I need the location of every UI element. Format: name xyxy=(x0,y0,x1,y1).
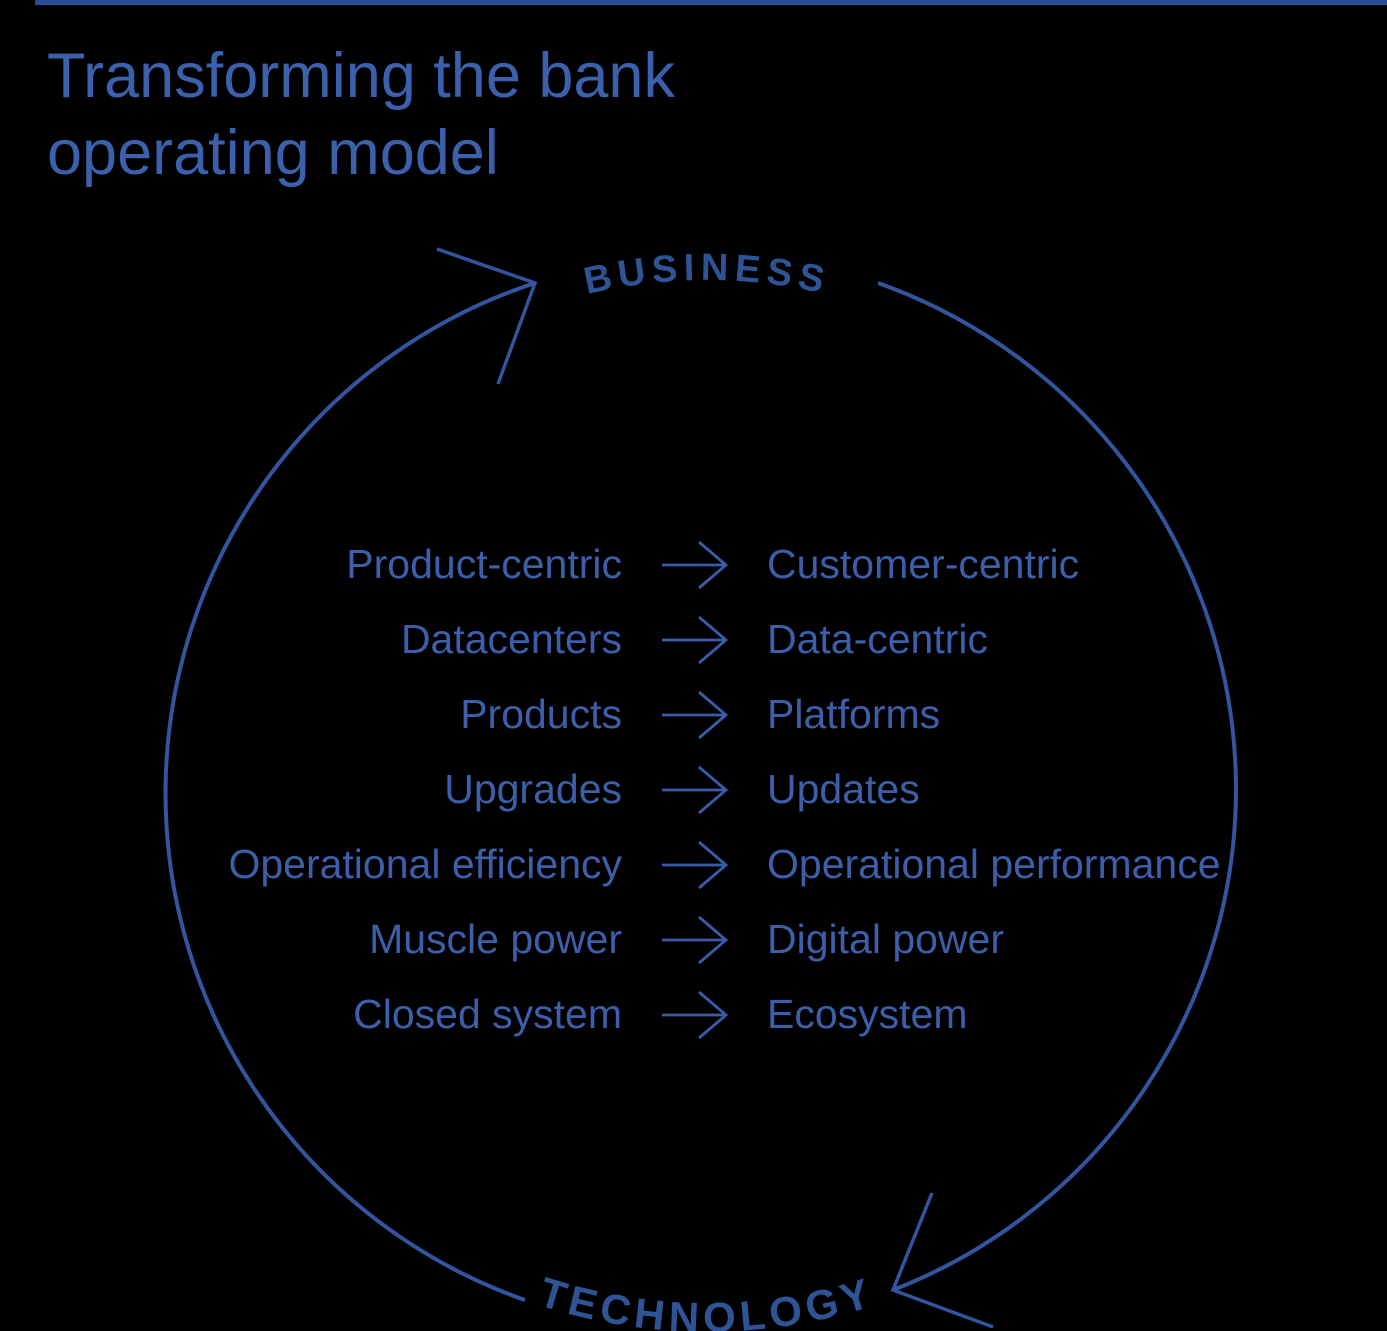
transformation-row: Muscle power Digital power xyxy=(0,902,1387,977)
page-title-line-2: operating model xyxy=(47,118,499,188)
from-label: Operational efficiency xyxy=(228,841,622,887)
page-title: Transforming the bank operating model xyxy=(47,38,675,192)
from-label: Datacenters xyxy=(400,616,622,662)
to-label: Platforms xyxy=(767,691,941,737)
transformation-row: Operational efficiency Operational perfo… xyxy=(0,827,1387,902)
transformation-row: Datacenters Data-centric xyxy=(0,602,1387,677)
from-label: Muscle power xyxy=(369,916,622,962)
to-label: Digital power xyxy=(767,916,1004,962)
arrow-cell xyxy=(622,689,767,741)
transformation-row: Closed system Ecosystem xyxy=(0,977,1387,1052)
from-label: Closed system xyxy=(353,991,622,1037)
transformation-row: Product-centric Customer-centric xyxy=(0,527,1387,602)
arrow-cell xyxy=(622,989,767,1041)
right-arrow-icon xyxy=(661,990,728,1039)
arrow-cell xyxy=(622,539,767,591)
arrow-cell xyxy=(622,614,767,666)
top-accent-bar xyxy=(35,0,1387,5)
business-label: BUSINESS xyxy=(580,247,834,303)
transformation-row: Upgrades Updates xyxy=(0,752,1387,827)
arrow-cell xyxy=(622,914,767,966)
to-label: Ecosystem xyxy=(767,991,968,1037)
right-arrow-icon xyxy=(661,765,728,814)
cycle-arc-right xyxy=(877,281,1238,1292)
from-label: Products xyxy=(460,691,622,737)
right-arrow-icon xyxy=(661,915,728,964)
right-arrow-icon xyxy=(661,540,728,589)
arrow-cell xyxy=(622,764,767,816)
transformation-row: Products Platforms xyxy=(0,677,1387,752)
to-label: Data-centric xyxy=(767,616,989,662)
transformation-rows: Product-centric Customer-centric Datacen… xyxy=(0,527,1387,1052)
from-label: Upgrades xyxy=(444,766,622,812)
arrow-tip-top-icon xyxy=(436,247,538,385)
technology-label-text: TECHNOLOGY xyxy=(534,1268,875,1331)
arrow-tip-bottom-icon xyxy=(890,1192,994,1329)
right-arrow-icon xyxy=(661,615,728,664)
business-label-text: BUSINESS xyxy=(580,247,828,303)
from-label: Product-centric xyxy=(346,541,622,587)
cycle-arc-left xyxy=(163,281,536,1302)
technology-label: TECHNOLOGY xyxy=(534,1268,880,1331)
arrow-cell xyxy=(622,839,767,891)
right-arrow-icon xyxy=(661,840,728,889)
to-label: Customer-centric xyxy=(767,541,1080,587)
to-label: Updates xyxy=(767,766,920,812)
to-label: Operational performance xyxy=(767,841,1221,887)
right-arrow-icon xyxy=(661,690,728,739)
page-title-line-1: Transforming the bank xyxy=(47,41,675,111)
